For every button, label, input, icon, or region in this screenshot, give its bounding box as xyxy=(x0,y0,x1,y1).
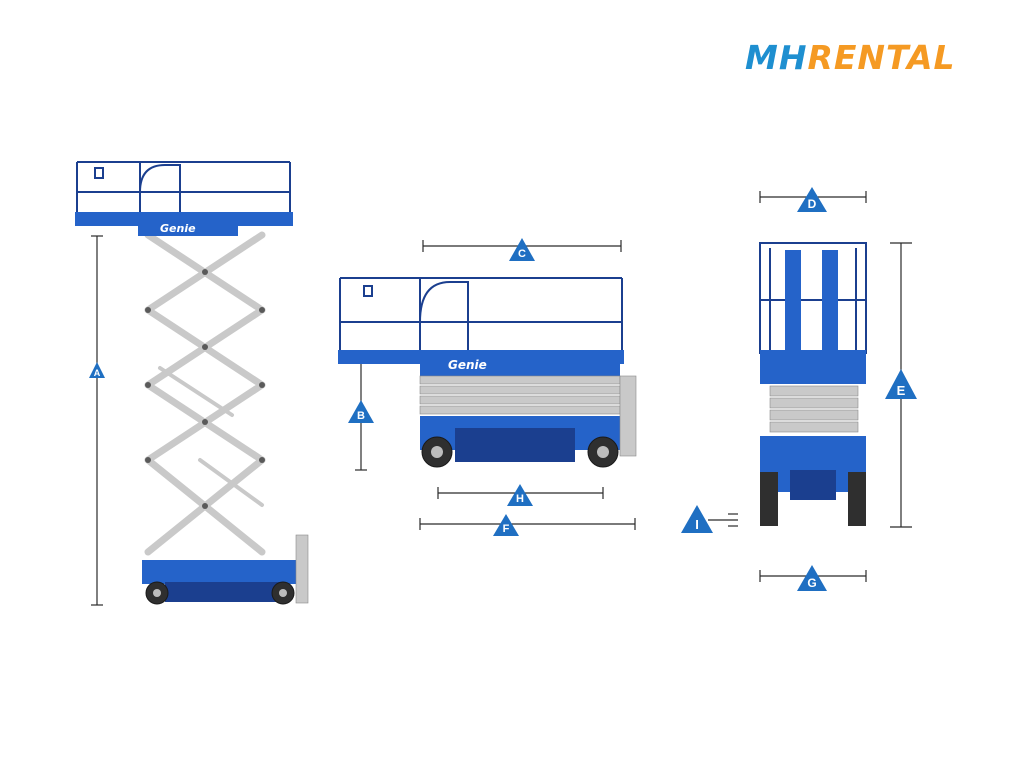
end-guardrail xyxy=(759,242,867,354)
chassis-lower-raised xyxy=(165,582,280,602)
genie-label-raised: Genie xyxy=(160,222,196,235)
dim-line-a xyxy=(91,235,103,606)
end-left-tire xyxy=(760,472,778,526)
end-view xyxy=(759,242,867,526)
rear-guard-stowed xyxy=(619,375,637,457)
platform-skirt-stowed xyxy=(420,358,620,376)
dim-marker-c: C xyxy=(509,238,535,261)
dim-line-i xyxy=(708,513,738,527)
dim-label-e: E xyxy=(897,383,906,398)
mh-rental-logo: MHRENTAL xyxy=(745,38,956,78)
end-chassis-center xyxy=(790,470,836,500)
dim-marker-b: B xyxy=(348,400,374,423)
end-column-right xyxy=(822,250,838,350)
dim-label-c: C xyxy=(518,248,526,260)
raised-side-view: Genie xyxy=(75,161,309,605)
dim-marker-i: I xyxy=(681,505,713,533)
dim-label-g: G xyxy=(807,576,816,590)
rear-hub-stowed xyxy=(597,446,609,458)
dim-label-f: F xyxy=(503,523,510,535)
dim-label-h: H xyxy=(516,493,524,505)
dim-marker-f: F xyxy=(493,514,519,536)
dim-label-i: I xyxy=(695,517,699,532)
dim-line-f xyxy=(419,518,636,530)
rear-guard-raised xyxy=(295,534,309,604)
end-scissors xyxy=(769,385,859,433)
rear-hub-raised xyxy=(279,589,287,597)
dim-marker-e: E xyxy=(885,369,917,399)
dim-marker-g: G xyxy=(797,565,827,591)
genie-label-stowed: Genie xyxy=(448,358,487,372)
front-hub-raised xyxy=(153,589,161,597)
dim-marker-a: A xyxy=(89,362,105,378)
scissor-stack xyxy=(144,231,266,556)
dim-label-b: B xyxy=(357,410,365,422)
platform-deck xyxy=(75,212,293,226)
end-right-tire xyxy=(848,472,866,526)
dim-marker-h: H xyxy=(507,484,533,506)
logo-mh: MH xyxy=(745,38,808,77)
chassis-raised xyxy=(142,560,302,584)
dim-label-a: A xyxy=(94,368,101,378)
stowed-side-view: Genie xyxy=(338,277,637,468)
front-hub-stowed xyxy=(431,446,443,458)
end-platform-deck xyxy=(760,350,866,384)
platform-skirt xyxy=(138,222,238,236)
platform-guardrail xyxy=(76,161,291,215)
chassis-lower-stowed xyxy=(455,428,575,462)
dim-label-d: D xyxy=(808,197,817,211)
platform-guardrail-stowed xyxy=(339,277,623,352)
folded-scissors xyxy=(419,375,621,415)
logo-rental: RENTAL xyxy=(807,38,956,77)
end-column-left xyxy=(785,250,801,350)
dim-marker-d: D xyxy=(797,187,827,212)
